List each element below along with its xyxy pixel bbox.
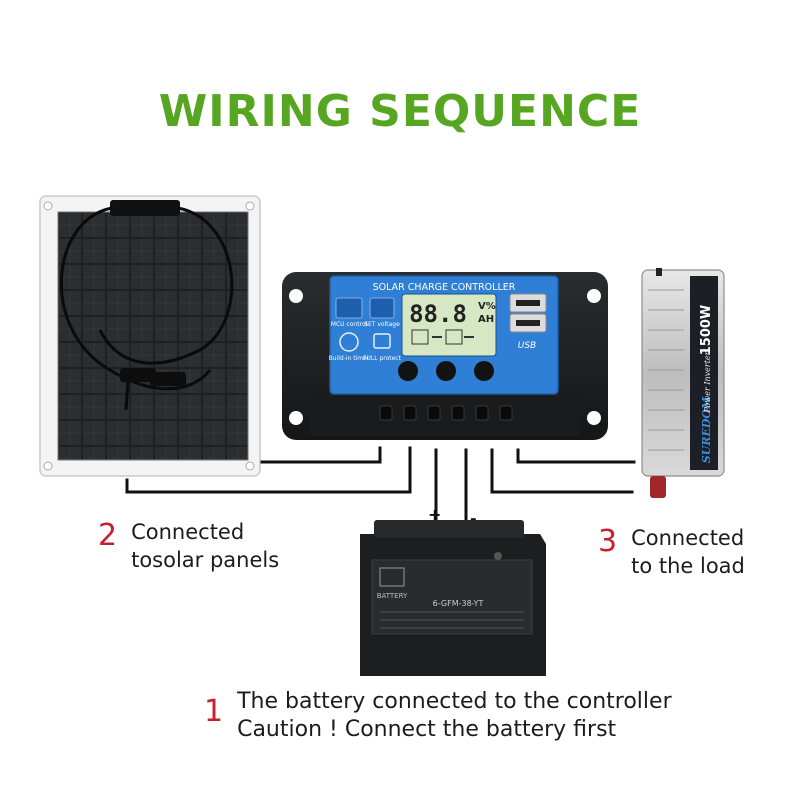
step-2-line-2: tosolar panels [131,548,280,572]
inverter-subtitle: Power Inverter [703,350,712,413]
battery-model: 6-GFM-38-YT [433,599,484,608]
wires [125,446,636,530]
left-button-1: MCU control [331,321,368,328]
inverter-terminal [650,476,666,498]
battery: + - BATTERY 6-GFM-38-YT [360,505,546,676]
down-button[interactable] [474,361,494,381]
step-1-line-1: The battery connected to the controller [237,689,672,714]
page-title: WIRING SEQUENCE [158,86,642,137]
step-3-line-2: to the load [631,554,745,578]
up-button[interactable] [436,361,456,381]
right-button-1: SET voltage [364,321,400,328]
step-3: 3 Connected to the load [598,524,745,580]
charge-controller: SOLAR CHARGE CONTROLLER 88.8 V% AH MCU c… [282,272,608,440]
lock-icon [373,333,391,349]
battery-logo [379,567,405,587]
inverter-brand: SUREDOM [700,396,713,463]
step-2: 2 Connected tosolar panels [98,518,279,574]
step-1: 1 The battery connected to the controlle… [204,688,672,744]
step-2-line-1: Connected [131,520,245,544]
lcd-digits: 88.8 [409,300,467,328]
battery-icon [445,329,463,345]
lcd-units-bottom: AH [478,314,494,325]
mcu-icon [335,297,363,319]
controller-header: SOLAR CHARGE CONTROLLER [373,282,516,293]
power-inverter: 1500W SUREDOM Power Inverter [641,268,725,498]
step-3-number: 3 [598,524,618,559]
right-button-2: FULL protect [363,355,402,362]
inverter-power: 1500W [699,305,714,356]
lcd-units-top: V% [478,301,496,312]
battery-positive: + [428,505,441,524]
usb-label: USB [518,341,536,351]
step-1-number: 1 [204,694,224,729]
solar-panel [39,195,261,477]
gear-icon [369,297,395,319]
timer-icon [339,332,359,352]
menu-button[interactable] [398,361,418,381]
battery-brand: BATTERY [377,592,408,600]
step-2-number: 2 [98,518,118,553]
left-button-2: Build-in timer [329,355,370,362]
panel-icon [411,329,429,345]
step-3-line-1: Connected [631,526,745,550]
step-1-line-2: Caution ! Connect the battery first [237,717,617,742]
battery-negative: - [470,509,477,528]
